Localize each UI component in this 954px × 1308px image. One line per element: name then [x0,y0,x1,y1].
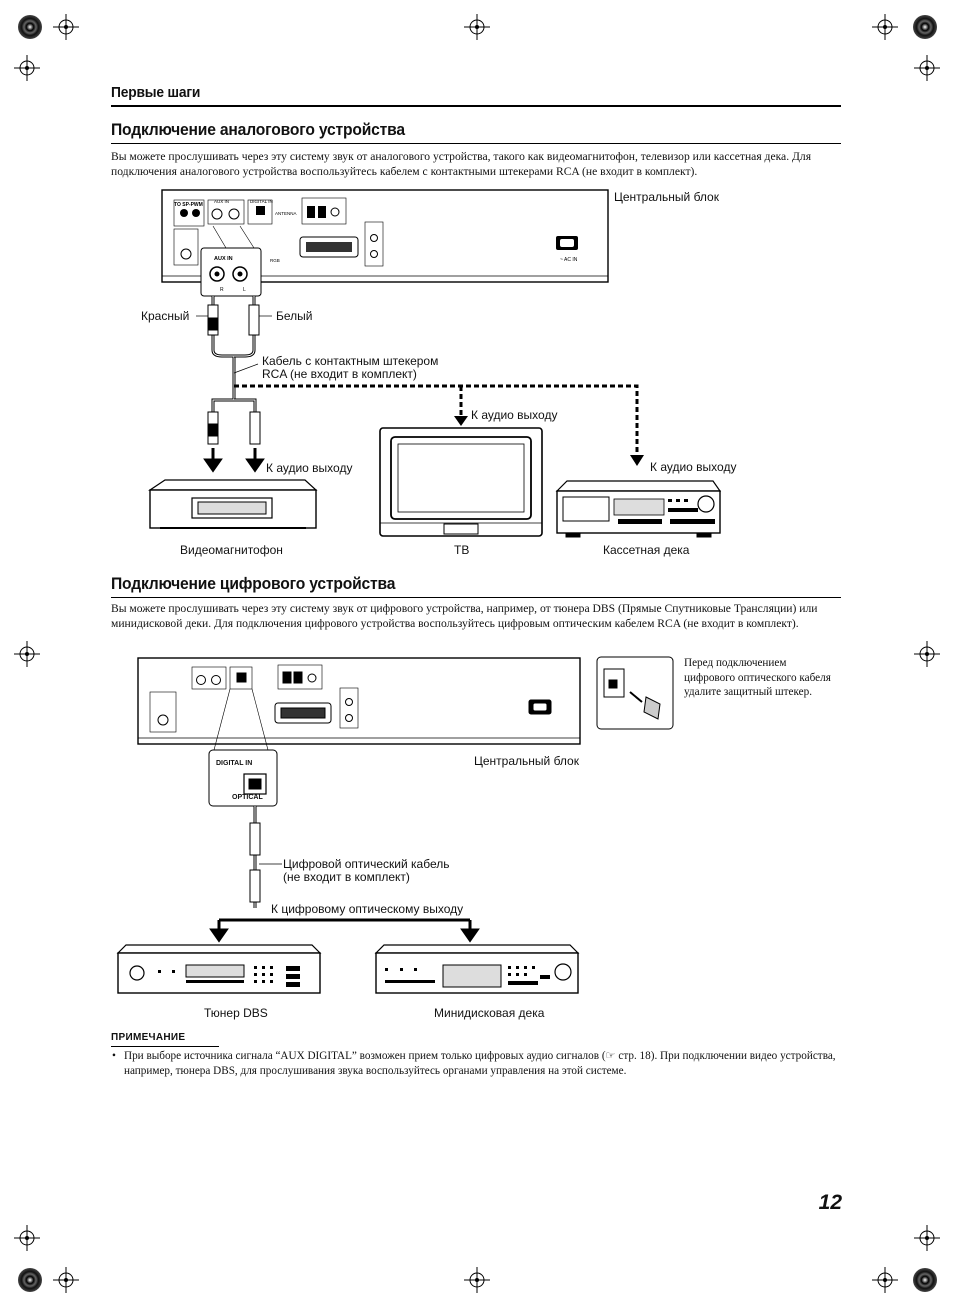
svg-text:ANTENNA: ANTENNA [275,211,297,216]
md-deck-device [374,944,580,994]
digital-arrows [209,918,480,943]
note-text: При выборе источника сигнала “AUX DIGITA… [124,1050,836,1077]
to-optical-out-label: К цифровому оптическому выходу [271,902,464,916]
digital-title: Подключение цифрового устройства [111,574,396,593]
md-deck-label: Минидисковая дека [434,1006,545,1020]
tv-label: ТВ [454,543,470,557]
vcr-audio-out-label: К аудио выходу [266,461,353,475]
svg-text:~ AC IN: ~ AC IN [560,257,578,263]
deck-label: Кассетная дека [603,543,690,557]
analog-title-rule [111,143,841,144]
rca-cable-label-1: Кабель с контактным штекером [262,354,439,368]
white-plug-label: Белый [276,309,313,323]
optical-zoom [208,688,278,807]
rca-cable [196,296,272,445]
digital-diagram [116,656,674,994]
analog-intro: Вы можете прослушивать через эту систему… [111,150,812,178]
analog-central-unit-label: Центральный блок [614,190,719,204]
tv-audio-out-label: К аудио выходу [471,408,558,422]
svg-text:AUX IN: AUX IN [214,256,233,262]
vcr-label: Видеомагнитофон [180,543,283,557]
optical-cable-label-2: (не входит в комплект) [283,870,410,884]
header-section: Первые шаги [111,84,201,101]
svg-text:TO SP-PWM: TO SP-PWM [174,202,203,208]
note-bullet: • [112,1050,116,1062]
analog-title: Подключение аналогового устройства [111,120,405,139]
tv-device [379,427,543,537]
svg-text:DIGITAL IN: DIGITAL IN [250,199,273,204]
svg-text:AUX IN: AUX IN [214,199,229,204]
svg-text:L: L [243,287,246,293]
deck-audio-out-label: К аудио выходу [650,460,737,474]
optical-cable-label-1: Цифровой оптический кабель [283,857,450,871]
digital-intro: Вы можете прослушивать через эту систему… [111,602,818,630]
digital-central-unit-panel [137,657,581,745]
zoom-optical-label: OPTICAL [232,794,263,801]
svg-text:R: R [220,287,224,293]
zoom-digital-in-label: DIGITAL IN [216,760,253,767]
dashed-connections [234,384,639,455]
analog-diagram: ~ AC IN TO SP-PWM AUX IN DIGITAL IN ANTE… [148,189,722,538]
dbs-tuner-label: Тюнер DBS [204,1006,268,1020]
dbs-tuner-device [116,944,322,994]
cassette-deck-device [555,480,722,538]
protective-plug-inset [596,656,674,730]
vcr-arrows [203,448,265,473]
red-plug-label: Красный [141,309,190,323]
optical-cable [249,806,282,908]
digital-central-unit-label: Центральный блок [474,754,579,768]
svg-text:RGB: RGB [270,258,280,263]
aux-zoom: AUX IN R L [200,225,262,297]
note-heading: ПРИМЕЧАНИЕ [111,1032,186,1043]
vcr-device [148,479,318,529]
header-rule [111,105,841,107]
digital-title-rule [111,597,841,598]
page-number: 12 [818,1191,842,1214]
rca-cable-label-2: RCA (не входит в комплект) [262,367,417,381]
protective-plug-note: Перед подключением цифрового оптического… [684,657,831,698]
note-heading-rule [111,1046,219,1047]
